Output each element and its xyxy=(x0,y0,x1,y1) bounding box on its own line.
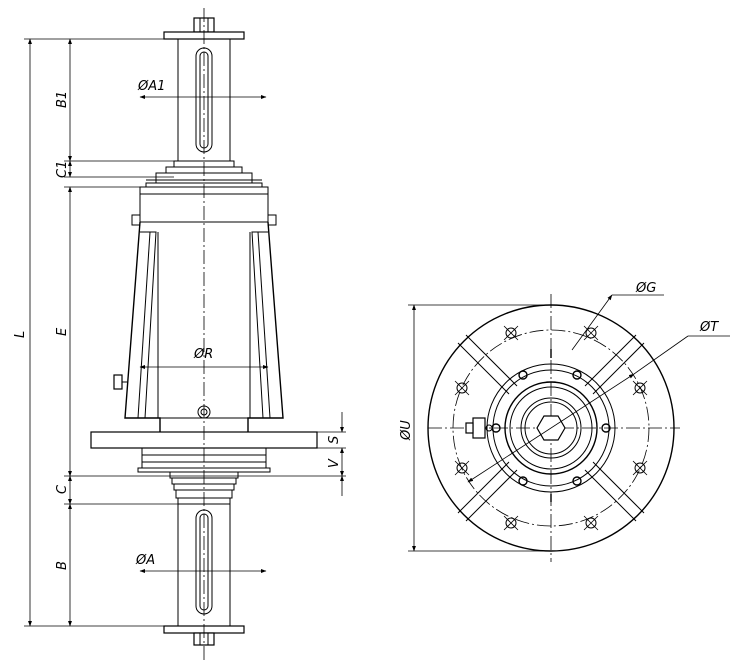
label-c: C xyxy=(55,484,70,494)
label-l: L xyxy=(13,331,28,338)
label-u: ØU xyxy=(399,420,414,441)
label-a: ØA xyxy=(135,553,155,568)
label-b1: B1 xyxy=(55,91,70,108)
label-t: ØT xyxy=(699,320,719,335)
bolt-circle xyxy=(452,329,650,527)
label-g: ØG xyxy=(635,281,656,296)
label-a1: ØA1 xyxy=(137,79,165,94)
label-c1: C1 xyxy=(55,161,70,178)
label-e: E xyxy=(55,327,70,336)
side-view: L B1 C1 E C B ØA1 ØR ØA S V xyxy=(13,8,346,660)
label-s: S xyxy=(327,436,342,444)
label-b: B xyxy=(55,561,70,570)
front-view: ØU ØG ØT xyxy=(399,281,730,562)
dim-t xyxy=(467,335,730,483)
side-fitting xyxy=(465,417,493,439)
housing-body xyxy=(113,221,284,432)
dim-g xyxy=(571,294,664,351)
extension-lines xyxy=(24,38,346,627)
flange-bolt-holes xyxy=(454,325,648,531)
label-v: V xyxy=(327,458,342,468)
label-r: ØR xyxy=(193,347,213,362)
dim-u xyxy=(408,304,551,552)
dimension-lines xyxy=(28,38,344,627)
